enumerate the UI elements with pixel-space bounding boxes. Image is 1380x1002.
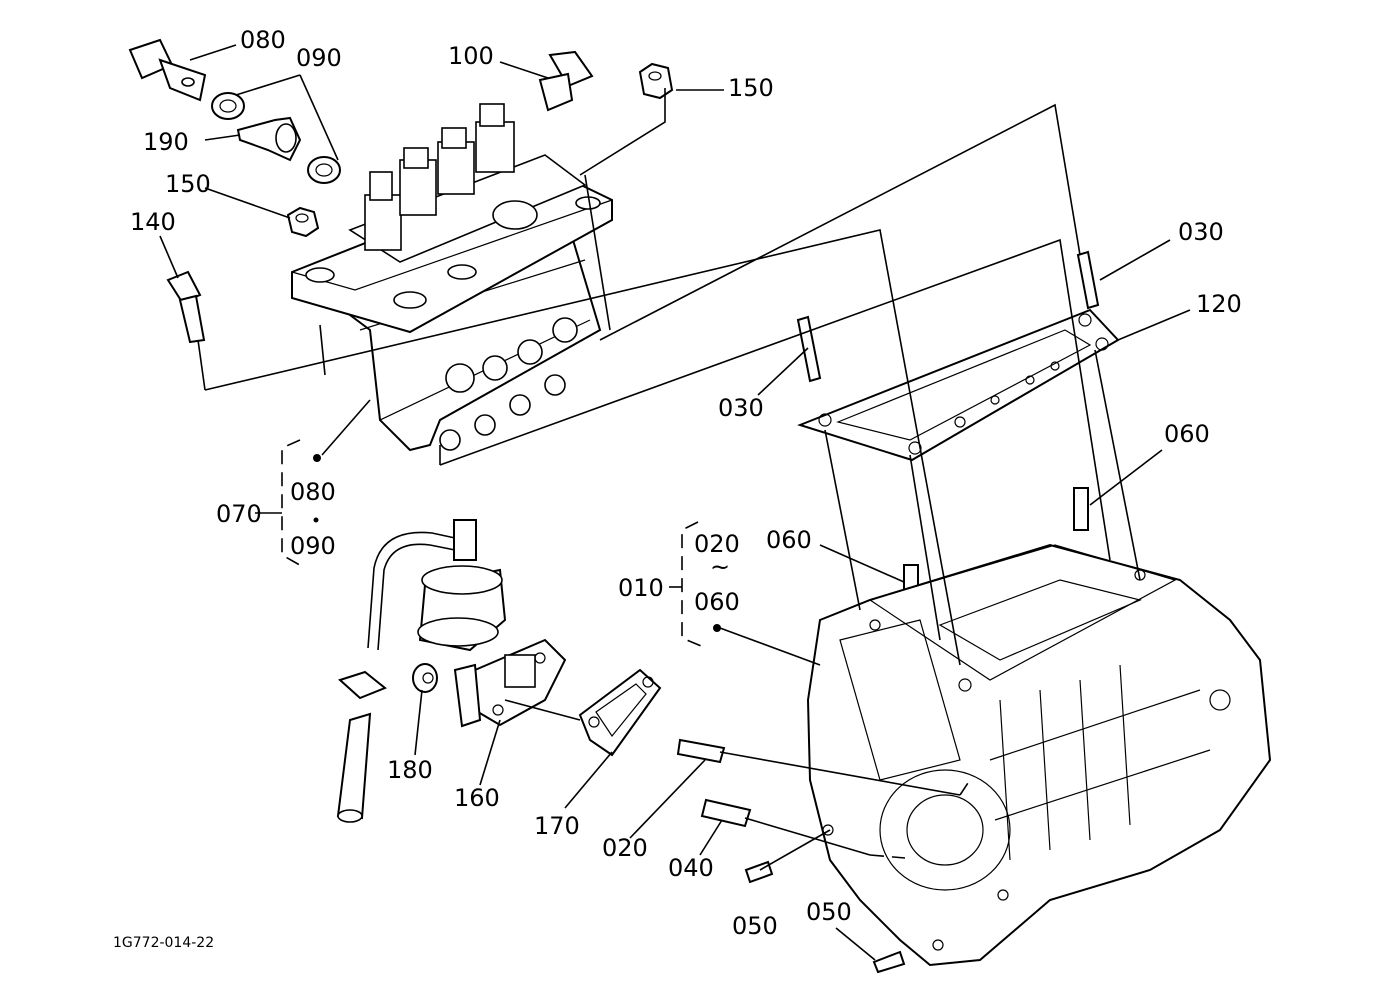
spacer-180[interactable] (412, 663, 438, 693)
label-010-sub-060: 060 (694, 588, 740, 616)
bracket-010 (669, 521, 721, 649)
label-030-left: 030 (718, 394, 764, 422)
label-080-top: 080 (240, 26, 286, 54)
label-070-sub-090: 090 (290, 532, 336, 560)
label-160: 160 (454, 784, 500, 812)
label-120: 120 (1196, 290, 1242, 318)
gasket-120[interactable] (797, 308, 1120, 462)
gasket-170[interactable] (578, 668, 662, 757)
label-060-mid: 060 (766, 526, 812, 554)
label-070: 070 (216, 500, 262, 528)
label-040: 040 (668, 854, 714, 882)
label-190: 190 (143, 128, 189, 156)
label-010-sub-tilde: ~ (710, 553, 730, 581)
stud-040[interactable] (700, 798, 752, 828)
label-180: 180 (387, 756, 433, 784)
hose-clamp[interactable] (338, 670, 387, 700)
label-150-top: 150 (728, 74, 774, 102)
label-100: 100 (448, 42, 494, 70)
label-140: 140 (130, 208, 176, 236)
label-070-sub-080: 080 (290, 478, 336, 506)
washer-090-upper[interactable] (211, 92, 245, 120)
pin-060-right[interactable] (1073, 487, 1089, 531)
delivery-valve-holders (364, 103, 515, 251)
washer-090-lower[interactable] (307, 156, 341, 184)
nut-150-left[interactable] (286, 206, 320, 238)
injection-pump-assembly[interactable] (291, 103, 613, 452)
label-050-left: 050 (732, 912, 778, 940)
drawing-code: 1G772-014-22 (113, 935, 214, 951)
fuel-hose[interactable] (336, 712, 372, 823)
pin-050-right[interactable] (872, 950, 906, 974)
fuel-feed-pump-160[interactable] (417, 565, 567, 728)
part-labels: 080 090 100 150 190 150 140 030 120 030 … (113, 26, 1242, 951)
eye-bolt-080[interactable] (128, 38, 207, 102)
label-010: 010 (618, 574, 664, 602)
label-010-sub-020: 020 (694, 530, 740, 558)
bracket-070 (255, 439, 321, 569)
label-050-right: 050 (806, 898, 852, 926)
bolt-140[interactable] (166, 270, 206, 344)
label-030-right: 030 (1178, 218, 1224, 246)
gear-case-010[interactable] (806, 543, 1272, 967)
stud-020[interactable] (676, 738, 726, 764)
leader-lines (159, 44, 1191, 961)
label-020: 020 (602, 834, 648, 862)
label-170: 170 (534, 812, 580, 840)
nut-150-top[interactable] (638, 62, 674, 100)
fuel-pipe[interactable] (367, 519, 477, 651)
adjuster-100[interactable] (538, 50, 594, 112)
stud-030-right[interactable] (1076, 250, 1100, 310)
banjo-fitting-190[interactable] (236, 116, 302, 162)
label-090-top: 090 (296, 44, 342, 72)
assembly-lines (197, 88, 1141, 871)
label-060-right: 060 (1164, 420, 1210, 448)
stud-030-left[interactable] (796, 315, 822, 383)
label-150-left: 150 (165, 170, 211, 198)
